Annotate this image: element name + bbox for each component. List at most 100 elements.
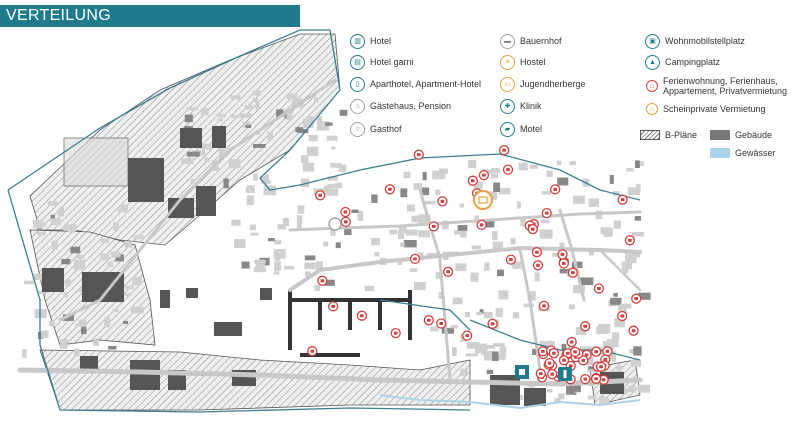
building (265, 174, 269, 184)
holiday-flat-marker[interactable] (591, 346, 602, 357)
building (559, 268, 573, 274)
holiday-flat-marker[interactable] (317, 275, 328, 286)
clinic-marker[interactable] (558, 367, 572, 381)
building (286, 112, 293, 121)
river (379, 394, 641, 410)
holiday-flat-marker[interactable] (356, 310, 368, 321)
building (61, 259, 71, 265)
building (479, 309, 484, 314)
holiday-flat-marker[interactable] (578, 355, 589, 366)
building (252, 98, 258, 103)
holiday-flat-marker[interactable] (340, 206, 351, 218)
area-boundary (7, 29, 641, 413)
holiday-flat-marker[interactable] (502, 164, 514, 175)
holiday-flat-marker[interactable] (566, 336, 577, 348)
holiday-flat-marker[interactable] (487, 318, 498, 329)
tent-icon: ▲ (645, 54, 660, 70)
building (483, 350, 495, 361)
building (421, 187, 430, 196)
holiday-flat-marker[interactable] (590, 373, 602, 384)
building (534, 272, 540, 282)
legend-inn: ☆ Gasthof (350, 120, 402, 138)
building (589, 249, 594, 256)
holiday-flat-marker[interactable] (544, 357, 555, 369)
hotel-marker[interactable] (515, 365, 529, 379)
building (73, 259, 86, 270)
holiday-flat-marker[interactable] (550, 184, 561, 195)
holiday-flat-marker[interactable] (532, 260, 544, 271)
holiday-flat-marker[interactable] (541, 207, 552, 219)
building (304, 255, 316, 261)
holiday-flat-marker[interactable] (390, 327, 401, 339)
building (405, 229, 418, 236)
building (307, 116, 313, 119)
holiday-flat-marker[interactable] (602, 346, 613, 357)
building (212, 126, 226, 148)
holiday-flat-marker[interactable] (328, 301, 339, 312)
building (389, 229, 398, 235)
holiday-flat-marker[interactable] (558, 355, 570, 366)
holiday-flat-marker[interactable] (617, 310, 628, 322)
holiday-flat-marker[interactable] (315, 190, 326, 201)
building (324, 279, 335, 286)
building (228, 159, 241, 169)
holiday-flat-marker[interactable] (467, 175, 478, 186)
bplan-swatch (640, 130, 660, 140)
building (273, 249, 286, 259)
holiday-flat-marker[interactable] (437, 196, 448, 207)
holiday-flat-marker[interactable] (548, 348, 560, 359)
building (529, 164, 538, 169)
holiday-flat-marker[interactable] (595, 361, 607, 372)
holiday-flat-marker[interactable] (442, 266, 454, 277)
building (613, 293, 618, 297)
hotel-garni-icon: ▤ (350, 54, 365, 70)
building (552, 252, 562, 257)
holiday-flat-marker[interactable] (413, 149, 424, 160)
holiday-flat-marker[interactable] (538, 300, 550, 312)
holiday-flat-marker[interactable] (428, 221, 439, 232)
holiday-flat-marker[interactable] (557, 249, 568, 260)
holiday-flat-marker[interactable] (547, 368, 558, 380)
building (571, 261, 583, 268)
holiday-flat-marker[interactable] (531, 247, 543, 258)
building (454, 230, 465, 235)
holiday-flat-marker[interactable] (478, 169, 490, 181)
holiday-flat-marker[interactable] (535, 368, 546, 379)
holiday-flat-marker[interactable] (628, 325, 639, 336)
inn-marker[interactable] (328, 217, 342, 231)
water (379, 394, 641, 410)
building (621, 261, 632, 270)
holiday-flat-marker[interactable] (569, 346, 581, 358)
building (397, 259, 403, 265)
holiday-flat-marker[interactable] (580, 373, 591, 385)
holiday-flat-marker[interactable] (340, 216, 351, 228)
building (47, 201, 58, 206)
youth-hostel-marker[interactable] (473, 190, 493, 210)
holiday-flat-marker[interactable] (307, 346, 318, 357)
building (268, 238, 275, 242)
water-swatch (710, 148, 730, 158)
holiday-flat-marker[interactable] (498, 145, 510, 156)
holiday-flat-marker[interactable] (505, 254, 517, 265)
holiday-flat-marker[interactable] (567, 267, 578, 278)
holiday-flat-marker[interactable] (624, 235, 636, 246)
holiday-flat-marker[interactable] (409, 253, 421, 265)
holiday-flat-marker[interactable] (631, 293, 642, 304)
holiday-flat-marker[interactable] (558, 258, 569, 269)
building (418, 230, 431, 238)
holiday-flat-marker[interactable] (476, 219, 487, 231)
building (485, 219, 495, 228)
holiday-flat-marker[interactable] (527, 224, 538, 235)
building (430, 326, 439, 332)
holiday-flat-marker[interactable] (436, 318, 447, 329)
holiday-flat-marker[interactable] (593, 283, 605, 294)
holiday-flat-marker[interactable] (580, 321, 591, 332)
holiday-flat-marker[interactable] (617, 194, 628, 205)
building (497, 354, 506, 360)
holiday-flat-marker[interactable] (384, 184, 396, 195)
building (277, 224, 287, 230)
holiday-flat-marker[interactable] (423, 315, 434, 326)
holiday-flat-marker[interactable] (462, 330, 473, 341)
building (459, 203, 465, 208)
building (110, 251, 121, 258)
